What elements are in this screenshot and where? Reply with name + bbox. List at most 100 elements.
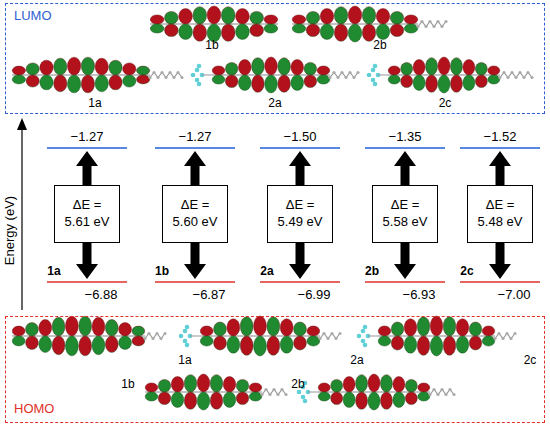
chain-atom — [513, 332, 516, 335]
orbital-picture — [297, 374, 456, 410]
orbital-lobe — [39, 336, 52, 352]
orbital-lobe — [225, 62, 238, 75]
gap-box: ΔE = 5.60 eV — [162, 185, 228, 243]
chain-atom — [284, 393, 287, 396]
fluorine-atom — [301, 395, 306, 400]
orbital-lobe — [184, 392, 196, 409]
energy-value: −1.27 — [71, 130, 104, 143]
orbital-lobe — [443, 336, 455, 355]
gap-value: ΔE = 5.60 eV — [169, 197, 221, 231]
chain-atom — [493, 337, 496, 340]
compound-label: 2b — [291, 378, 304, 390]
compound-label: 1a — [88, 97, 101, 109]
chain-atom — [176, 71, 179, 74]
orbital-lobe — [426, 75, 438, 92]
chain-atom — [336, 76, 339, 79]
chain-atom — [180, 76, 183, 79]
orbital-lobe — [378, 336, 390, 346]
bond — [190, 336, 200, 337]
orbital-lobe — [150, 15, 164, 24]
chain-atom — [432, 388, 435, 391]
orbital-lobe — [307, 326, 320, 336]
compound-label: 2b — [365, 265, 379, 277]
orbital-lobe — [221, 7, 235, 24]
fluorine-atom — [373, 82, 378, 87]
chain-atom — [143, 337, 146, 340]
chain-atom — [444, 20, 447, 23]
orbital-lobe — [214, 322, 227, 336]
orbital-lobe — [65, 336, 78, 356]
orbital-lobe — [443, 317, 455, 336]
orbital-lobe — [318, 392, 330, 401]
orbital-lobe — [463, 75, 475, 90]
gap-box: ΔE = 5.58 eV — [372, 185, 438, 243]
orbital-lobe — [368, 392, 380, 410]
chain-atom — [318, 337, 321, 340]
chain-atom — [452, 393, 455, 396]
compound-label: 2c — [524, 354, 537, 366]
orbital-lobe — [291, 60, 304, 75]
orbital-lobe — [475, 62, 487, 75]
orbital-lobe — [265, 75, 278, 93]
orbital-lobe — [95, 75, 108, 92]
orbital-lobe — [456, 336, 468, 353]
fluorine-atom — [191, 73, 196, 78]
fluorine-atom — [371, 68, 376, 73]
orbital-picture — [150, 6, 278, 42]
orbital-lobe — [95, 58, 108, 75]
chain-atom — [280, 388, 283, 391]
homo-level — [365, 281, 445, 283]
energy-value: −7.00 — [498, 288, 531, 301]
chain-atom — [440, 25, 443, 28]
orbital-lobe — [79, 316, 92, 336]
chain-atom — [436, 20, 439, 23]
chain-atom — [334, 337, 337, 340]
orbital-lobe — [450, 75, 462, 92]
chain-atom — [332, 71, 335, 74]
chain-atom — [322, 332, 325, 335]
gap-value: ΔE = 5.48 eV — [474, 197, 526, 231]
orbital-lobe — [119, 323, 132, 336]
chain-atom — [147, 332, 150, 335]
orbital-lobe — [306, 11, 319, 24]
compound-label: 2c — [439, 97, 452, 109]
chain-atom — [148, 76, 151, 79]
orbital-lobe — [40, 75, 53, 90]
bond — [202, 75, 212, 76]
orbital-lobe — [438, 57, 450, 75]
chain-atom — [155, 332, 158, 335]
orbital-lobe — [52, 336, 65, 355]
chain-atom — [260, 393, 263, 396]
energy-value: −6.88 — [85, 288, 118, 301]
orbital-panel: HOMO — [5, 316, 545, 423]
chain-atom — [501, 337, 504, 340]
orbital-lobe — [54, 58, 67, 75]
orbital-lobe — [123, 75, 136, 87]
orbital-lobe — [227, 336, 240, 353]
orbital-lobe — [171, 377, 183, 392]
gap-value: ΔE = 5.49 eV — [274, 197, 326, 231]
chain-atom — [152, 71, 155, 74]
energy-axis — [21, 128, 22, 310]
fluorine-atom — [183, 329, 188, 334]
gap-box: ΔE = 5.49 eV — [267, 185, 333, 243]
orbital-lobe — [362, 7, 375, 24]
orbital-lobe — [356, 392, 368, 409]
orbital-lobe — [418, 392, 430, 401]
compound-label: 1a — [47, 265, 60, 277]
chain-atom — [506, 76, 509, 79]
chain-atom — [530, 76, 533, 79]
orbital-lobe — [405, 379, 417, 392]
orbital-lobe — [145, 383, 157, 392]
orbital-lobe — [26, 323, 39, 336]
lumo-level — [47, 147, 127, 149]
orbital-lobe — [240, 317, 253, 336]
chain-atom — [444, 393, 447, 396]
orbital-lobe — [317, 66, 330, 75]
orbital-lobe — [119, 336, 132, 349]
chain-atom — [498, 76, 501, 79]
orbital-lobe — [438, 75, 450, 93]
energy-value: −6.99 — [298, 288, 331, 301]
orbital-lobe — [306, 24, 319, 37]
